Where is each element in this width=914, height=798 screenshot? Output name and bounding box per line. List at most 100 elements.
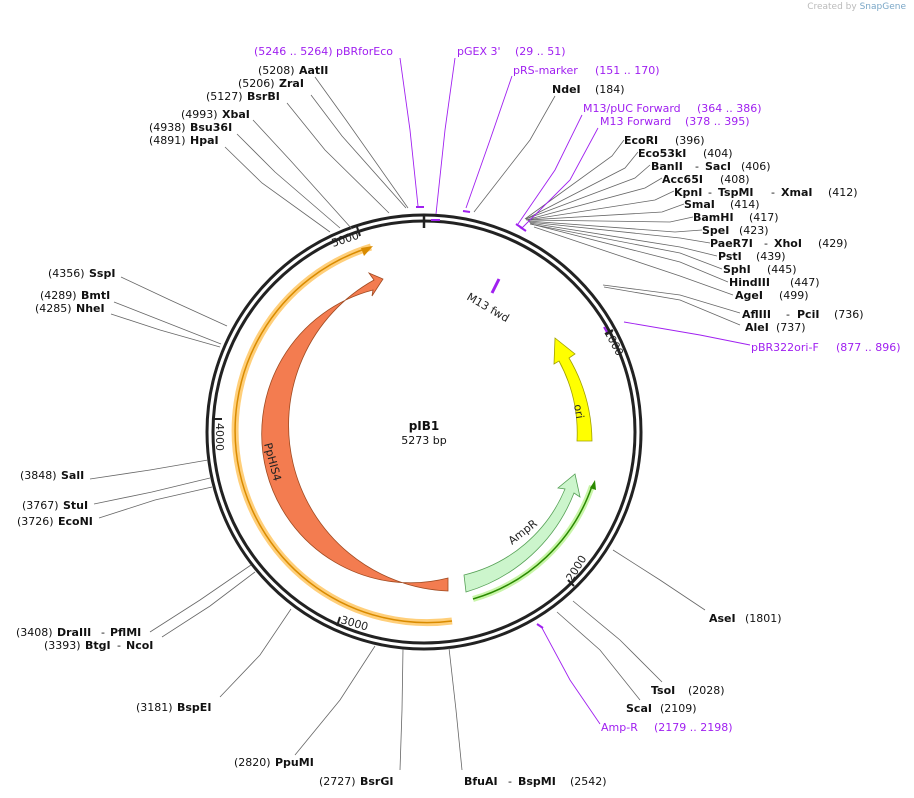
- site-ecori-pos: (396): [675, 134, 705, 147]
- primer-prsmarker-name: pRS-marker: [513, 64, 578, 77]
- primer-pgex3-name: pGEX 3': [457, 45, 501, 58]
- site-banii-name: BanII: [651, 160, 683, 173]
- site-agei-name: AgeI: [735, 289, 763, 302]
- primer-pbr322ori-range: (877 .. 896): [836, 341, 901, 354]
- site-econi-pos: (3726): [17, 515, 54, 528]
- primer-pbr322ori-name: pBR322ori-F: [751, 341, 819, 354]
- pphis4-outer-track: [234, 246, 453, 624]
- leader-afliii: [602, 284, 741, 314]
- site-psti-name: PstI: [718, 250, 742, 263]
- site-asei-pos: (1801): [745, 612, 782, 625]
- snapgene-logo: SnapGene: [859, 2, 906, 12]
- leader-bfuai: [448, 647, 463, 771]
- leader-m13puc: [517, 114, 583, 225]
- leader-tsoi: [572, 600, 663, 683]
- leader-draiii: [149, 564, 252, 633]
- site-smai-name: SmaI: [684, 198, 715, 211]
- site-btgi-sep: -: [117, 639, 121, 652]
- leader-sali: [89, 459, 209, 480]
- site-bspei-pos: (3181): [136, 701, 173, 714]
- site-afliii-name: AflIII: [742, 308, 771, 321]
- site-sspi-name: SspI: [89, 267, 115, 280]
- site-btgi-name: BtgI: [85, 639, 111, 652]
- leader-zrai: [310, 94, 407, 209]
- site-aatii-pos: (5208): [258, 64, 295, 77]
- site-sali-name: SalI: [61, 469, 84, 482]
- m13fwd-feature-mark: [490, 278, 501, 294]
- leader-alei: [603, 286, 741, 326]
- site-tsoi-name: TsoI: [651, 684, 675, 697]
- features: PpHIS4 AmpR ori M13 fwd: [231, 243, 596, 627]
- site-draiii-sep: -: [101, 626, 105, 639]
- site-nhei-pos: (4285): [35, 302, 72, 315]
- site-ndei-name: NdeI: [552, 83, 581, 96]
- site-ecori-name: EcoRI: [624, 134, 658, 147]
- leader-ndei: [473, 95, 556, 213]
- tick-mark-2000: [567, 579, 575, 587]
- leader-bsrgi: [399, 648, 404, 771]
- leader-btgi: [161, 571, 256, 638]
- leader-bsu36i: [236, 133, 341, 229]
- site-bfuai-sep: -: [508, 775, 512, 788]
- site-bamhi-pos: (417): [749, 211, 779, 224]
- tick-mark-1000: [604, 329, 614, 335]
- site-eco53ki-pos: (404): [703, 147, 733, 160]
- leader-hpai: [224, 146, 331, 233]
- site-zrai-name: ZraI: [279, 77, 304, 90]
- leader-aatii: [314, 76, 409, 209]
- site-draiii-name: DraIII: [57, 626, 91, 639]
- site-bfuai-name: BfuAI: [464, 775, 498, 788]
- primer-pgex3-range: (29 .. 51): [515, 45, 566, 58]
- site-bsrgi-name: BsrGI: [360, 775, 393, 788]
- site-bsu36i-pos: (4938): [149, 121, 186, 134]
- ampr-outer-arrowhead: [590, 480, 596, 490]
- site-scai-pos: (2109): [660, 702, 697, 715]
- primer-m13fwd-range: (378 .. 395): [685, 115, 750, 128]
- ampr-feature-arrow: [463, 473, 581, 593]
- primer-labels: (5246 .. 5264) pBRforEco pGEX 3' (29 .. …: [254, 45, 901, 734]
- leader-bamhi: [526, 216, 694, 223]
- tick-mark-3000: [336, 616, 341, 627]
- leader-nhei: [110, 313, 221, 348]
- site-draiii-pos: (3408): [16, 626, 53, 639]
- site-hindiii-pos: (447): [790, 276, 820, 289]
- tick-mark-5000: [356, 226, 361, 237]
- site-kpni-name-2: TspMI: [718, 186, 754, 199]
- primer-ampr-name: Amp-R: [601, 721, 638, 734]
- site-bspei-name: BspEI: [177, 701, 211, 714]
- site-xbai-name: XbaI: [222, 108, 250, 121]
- site-sphi-name: SphI: [723, 263, 751, 276]
- enzyme-leader-lines: [89, 76, 741, 771]
- site-sali-pos: (3848): [20, 469, 57, 482]
- leader-bmti: [113, 301, 222, 345]
- leader-psti: [529, 222, 718, 257]
- leader-paer7i: [528, 221, 711, 244]
- primer-m13puc-name: M13/pUC Forward: [583, 102, 681, 115]
- leader-sphi: [529, 223, 723, 270]
- site-stui-pos: (3767): [22, 499, 59, 512]
- snapgene-credit: Created by SnapGene: [807, 2, 906, 12]
- site-ppumi-pos: (2820): [234, 756, 271, 769]
- site-draiii-name-2: PflMI: [110, 626, 141, 639]
- m13fwd-label: M13 fwd: [465, 290, 512, 325]
- primer-m13puc-range: (364 .. 386): [697, 102, 762, 115]
- site-zrai-pos: (5206): [238, 77, 275, 90]
- site-bmti-pos: (4289): [40, 289, 77, 302]
- site-ppumi-name: PpuMI: [275, 756, 314, 769]
- leader-ppumi: [294, 645, 376, 756]
- site-btgi-pos: (3393): [44, 639, 81, 652]
- site-xbai-pos: (4993): [181, 108, 218, 121]
- primer-mark-ampr: [536, 623, 544, 629]
- site-asei-name: AseI: [709, 612, 736, 625]
- site-spei-pos: (423): [739, 224, 769, 237]
- site-psti-pos: (439): [756, 250, 786, 263]
- leader-kpni: [526, 190, 675, 221]
- site-afliii-pos: (736): [834, 308, 864, 321]
- site-paer7i-name-2: XhoI: [774, 237, 802, 250]
- leader-m13fwd: [521, 127, 599, 229]
- enzyme-labels-left: (5208) AatII (5206) ZraI (5127) BsrBI (4…: [16, 64, 393, 788]
- pphis4-feature-arrow: [261, 272, 449, 592]
- site-paer7i-pos: (429): [818, 237, 848, 250]
- leader-smai: [526, 203, 685, 221]
- plasmid-size: 5273 bp: [401, 434, 446, 447]
